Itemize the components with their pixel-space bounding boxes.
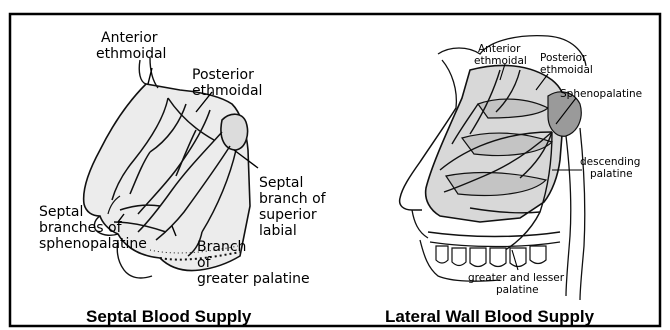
- label-posterior-ethmoidal-l1: Posterior: [192, 67, 254, 83]
- caption-lateral-wall-blood-supply: Lateral Wall Blood Supply: [385, 307, 595, 326]
- label-r-greater-lesser-palatine-l1: greater and lesser: [468, 272, 565, 284]
- label-posterior-ethmoidal-l2: ethmoidal: [192, 83, 262, 99]
- label-r-greater-lesser-palatine-l2: palatine: [496, 284, 539, 296]
- label-greater-palatine-l2: of: [197, 255, 212, 271]
- label-greater-palatine-l3: greater palatine: [197, 271, 310, 287]
- label-r-descending-palatine-l1: descending: [580, 156, 640, 168]
- label-r-anterior-ethmoidal-l1: Anterior: [478, 43, 521, 55]
- label-septal-branch-l1: Septal: [259, 175, 303, 191]
- label-r-sphenopalatine: Sphenopalatine: [560, 88, 642, 100]
- label-r-posterior-ethmoidal-l1: Posterior: [540, 52, 587, 64]
- label-septal-branch-l3: superior: [259, 207, 317, 223]
- label-r-descending-palatine-l2: palatine: [590, 168, 633, 180]
- label-septal-branches-l3: sphenopalatine: [39, 236, 147, 252]
- label-greater-palatine-l1: Branch: [197, 239, 246, 255]
- label-anterior-ethmoidal-l2: ethmoidal: [96, 46, 166, 62]
- label-r-anterior-ethmoidal-l2: ethmoidal: [474, 55, 527, 67]
- label-septal-branches-l2: branches of: [39, 220, 123, 236]
- label-r-posterior-ethmoidal-l2: ethmoidal: [540, 64, 593, 76]
- caption-septal-blood-supply: Septal Blood Supply: [86, 307, 252, 326]
- label-anterior-ethmoidal-l1: Anterior: [101, 30, 158, 46]
- label-septal-branch-l4: labial: [259, 223, 297, 239]
- label-septal-branches-l1: Septal: [39, 204, 83, 220]
- label-septal-branch-l2: branch of: [259, 191, 327, 207]
